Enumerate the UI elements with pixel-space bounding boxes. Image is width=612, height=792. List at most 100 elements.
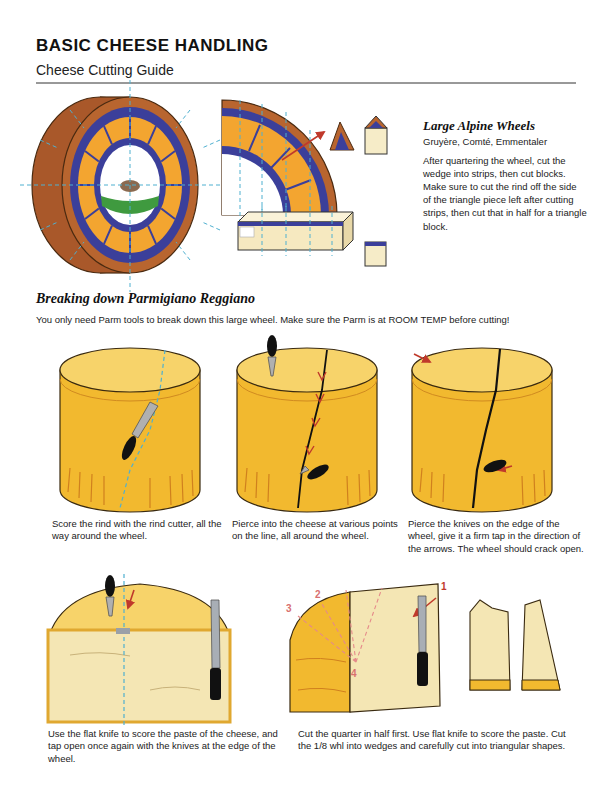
alpine-quarter — [240, 100, 310, 222]
parm-quarter — [350, 584, 440, 712]
text-slot: Cheese Cutting Guide — [36, 62, 336, 79]
parm-half-wheel — [211, 600, 220, 668]
cheese-list: Gruyère, Comté, Emmentaler — [423, 136, 593, 148]
parm-wedge — [522, 600, 560, 690]
triangle-block — [365, 242, 386, 266]
text-slot: Large Alpine Wheels — [423, 118, 593, 134]
alpine-quarter — [222, 108, 329, 215]
parm-wheel — [267, 335, 277, 357]
section-heading: Large Alpine Wheels — [423, 118, 593, 134]
text-slot: 1 — [441, 581, 453, 592]
cheese-strip — [238, 206, 353, 256]
alpine-quarter — [222, 100, 337, 215]
rind-piece — [335, 132, 349, 150]
parm-quarter — [296, 658, 346, 692]
parm-quarter — [290, 584, 440, 712]
parm-wheel — [306, 372, 326, 454]
cheese-strip — [238, 222, 343, 250]
alpine-quarter — [222, 116, 321, 215]
alpine-wheel — [20, 80, 236, 292]
text-slot: Breaking down Parmigiano Reggiano — [36, 291, 456, 308]
text-slot: Pierce into the cheese at various points… — [232, 518, 402, 543]
section-heading: Breaking down Parmigiano Reggiano — [36, 291, 456, 308]
cheese-strip — [238, 222, 343, 226]
parm-wheel — [414, 354, 430, 362]
parm-wheel — [119, 434, 139, 462]
alpine-quarter — [249, 125, 311, 190]
parm-wheel — [298, 350, 327, 508]
parm-wheel — [237, 379, 377, 401]
triangle-block — [365, 242, 386, 266]
rind-piece — [330, 122, 354, 150]
parm-half-wheel — [70, 653, 200, 690]
parm-quarter — [417, 652, 428, 686]
alpine-quarter — [222, 154, 283, 215]
page-title: BASIC CHEESE HANDLING — [36, 36, 436, 56]
parm-quarter — [418, 596, 426, 652]
step-caption: Use the flat knife to score the paste of… — [48, 728, 284, 765]
header-rule — [36, 83, 576, 84]
parm-wheel — [237, 348, 377, 392]
cheese-block — [365, 128, 387, 154]
parm-wheel — [300, 466, 309, 474]
parm-half-wheel — [48, 574, 230, 726]
intro-text: You only need Parm tools to break down t… — [36, 314, 584, 326]
parm-half-wheel — [116, 628, 130, 634]
text-slot: You only need Parm tools to break down t… — [36, 314, 584, 326]
parm-wheel — [305, 462, 331, 483]
text-slot: After quartering the wheel, cut the wedg… — [423, 154, 587, 233]
parm-wheel — [245, 468, 370, 505]
parm-half-wheel — [48, 630, 230, 722]
alpine-quarter — [222, 100, 337, 222]
cheese-block — [365, 116, 387, 154]
parm-wheel — [132, 402, 158, 438]
callout-number: 2 — [315, 589, 327, 600]
parm-wedge — [470, 600, 510, 690]
parm-wheel — [412, 379, 552, 401]
triangle-block — [365, 242, 386, 246]
alpine-wheel — [20, 80, 236, 292]
instruction-text: After quartering the wheel, cut the wedg… — [423, 154, 587, 233]
text-slot: Pierce the knives on the edge of the whe… — [408, 518, 584, 555]
cheese-block — [369, 121, 383, 128]
cheese-strip — [262, 206, 332, 256]
parm-wedge — [470, 680, 510, 690]
text-slot: 2 — [315, 589, 327, 600]
parm-wheel — [68, 468, 193, 508]
parm-wheel — [473, 349, 500, 508]
rind-piece — [330, 122, 354, 150]
parm-wheel — [60, 348, 200, 392]
step-caption: Cut the quarter in half first. Use flat … — [298, 728, 574, 753]
cheese-strip — [240, 227, 254, 237]
parm-quarter — [298, 588, 382, 662]
parm-wheel — [120, 350, 165, 508]
parm-wheel — [60, 379, 200, 401]
step-caption: Score the rind with the rind cutter, all… — [52, 518, 224, 543]
parm-quarter — [290, 592, 350, 712]
text-slot: Use the flat knife to score the paste of… — [48, 728, 284, 765]
cheese-block — [365, 116, 387, 128]
parm-half-wheel — [105, 575, 115, 597]
parm-half-wheel — [128, 590, 134, 608]
cheese-strip — [343, 212, 353, 250]
alpine-quarter — [222, 146, 291, 215]
parm-half-wheel — [106, 597, 114, 616]
alpine-quarter — [282, 132, 324, 160]
alpine-wheel — [101, 196, 159, 214]
subtitle: Cheese Cutting Guide — [36, 62, 336, 79]
parm-half-wheel — [123, 574, 124, 726]
parm-wheel — [420, 468, 545, 505]
parm-wheel — [412, 348, 552, 512]
callout-number: 4 — [351, 668, 363, 679]
callout-number: 1 — [441, 581, 453, 592]
parm-wheel — [237, 335, 377, 512]
step-caption: Pierce the knives on the edge of the whe… — [408, 518, 584, 555]
parm-wedge — [522, 680, 560, 690]
text-slot: Cut the quarter in half first. Use flat … — [298, 728, 574, 753]
step-caption: Pierce into the cheese at various points… — [232, 518, 402, 543]
text-slot: BASIC CHEESE HANDLING — [36, 36, 436, 56]
parm-wheel — [268, 357, 276, 376]
parm-wheel — [482, 457, 508, 475]
parm-half-wheel — [210, 668, 221, 700]
